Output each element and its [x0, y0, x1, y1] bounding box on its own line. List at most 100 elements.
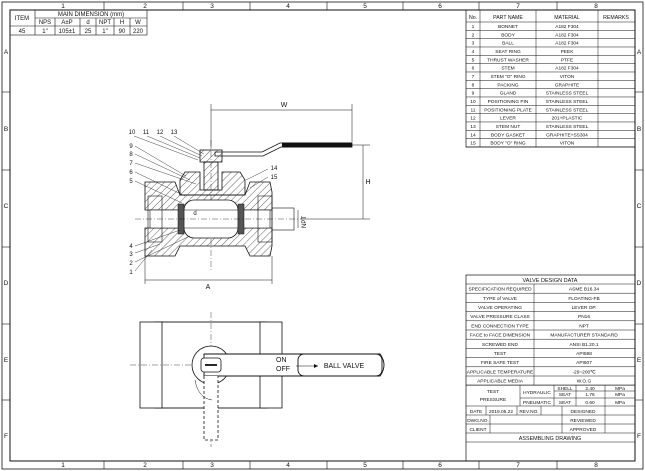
- shell-unit: MPa: [615, 386, 625, 392]
- dim-table-header-h: H: [120, 20, 124, 26]
- dim-table-item-label: ITEM: [15, 16, 29, 22]
- part-number: 13: [470, 124, 476, 130]
- test-pressure-label-2: PRESSURE: [480, 397, 506, 403]
- part-name: THRUST WASHER: [487, 57, 529, 63]
- part-number: 11: [471, 107, 476, 113]
- dim-table-header-a: A±P: [61, 20, 72, 26]
- part-number: 6: [472, 66, 475, 72]
- part-number: 5: [472, 57, 475, 63]
- row-label-c: C: [4, 203, 9, 210]
- col-label-1: 1: [61, 3, 65, 10]
- date-value: 2019.05.22: [489, 409, 513, 415]
- parts-header-remarks: REMARKS: [603, 15, 629, 21]
- dim-a-label: A: [206, 284, 211, 291]
- part-material: STAINLESS STEEL: [546, 91, 589, 97]
- reviewed-label: REVIEWED: [570, 418, 596, 424]
- row-label-d: D: [4, 280, 9, 287]
- part-number: 1: [472, 24, 475, 30]
- col-label-6-bottom: 6: [438, 462, 442, 469]
- designed-label: DESIGNED: [570, 409, 596, 415]
- callout-14: 14: [271, 166, 278, 172]
- dim-table-a-value: 105±1: [59, 29, 76, 35]
- callout-5: 5: [129, 179, 133, 185]
- col-label-4: 4: [286, 3, 290, 10]
- callout-7: 7: [129, 161, 133, 167]
- part-name: BODY GASKET: [491, 132, 525, 138]
- design-data-value: NPT: [579, 323, 589, 329]
- dim-table-npt-value: 1": [102, 29, 107, 35]
- row-label-b: B: [4, 126, 8, 133]
- dim-table-header-w: W: [135, 20, 141, 26]
- dim-d-label: d: [193, 211, 196, 217]
- part-material: GRAPHITE+SS304: [546, 132, 588, 138]
- test-pressure-block: TEST PRESSURE HYDRAULIC PNEUMATIC SHELL …: [466, 384, 635, 407]
- design-data-label: VALVE PRESSURE CLASS: [470, 314, 530, 320]
- part-name: BODY "O" RING: [490, 141, 526, 147]
- on-label: ON: [276, 357, 287, 364]
- design-data-value: ASME B16.34: [569, 287, 599, 293]
- hydraulic-seat-value: 1.76: [585, 392, 595, 398]
- part-name: LEVER: [500, 116, 516, 122]
- col-label-5: 5: [363, 3, 367, 10]
- part-material: A182 F304: [555, 32, 579, 38]
- hydraulic-label: HYDRAULIC: [523, 390, 551, 396]
- callout-10: 10: [129, 130, 136, 136]
- dim-table-nps-value: 1": [42, 29, 47, 35]
- callout-3: 3: [129, 252, 133, 258]
- pneumatic-label: PNEUMATIC: [523, 400, 551, 406]
- dim-table-group-label: MAIN DIMENSION (mm): [58, 12, 124, 18]
- design-data-label: FACE to FACE DIMENSION: [470, 333, 531, 339]
- main-dimension-table: ITEM MAIN DIMENSION (mm) NPS A±P d NPT H…: [9, 9, 148, 36]
- part-name: GLAND: [500, 91, 517, 97]
- pneumatic-seat-label: SEAT: [559, 400, 571, 406]
- row-label-a: A: [4, 49, 9, 56]
- hydraulic-seat-unit: MPa: [615, 392, 625, 398]
- design-data-value: -29~200℃: [572, 369, 596, 375]
- design-data-label: TEST: [494, 351, 506, 357]
- part-material: PEEK: [561, 49, 575, 55]
- parts-header-name: PART NAME: [493, 15, 523, 21]
- row-label-f-right: F: [637, 433, 641, 440]
- col-label-1-bottom: 1: [61, 462, 65, 469]
- shell-value: 2.40: [585, 386, 595, 392]
- part-name: PACKING: [497, 82, 519, 88]
- col-label-7-bottom: 7: [516, 462, 520, 469]
- row-label-d-right: D: [637, 280, 642, 287]
- parts-header-no: No.: [469, 15, 477, 21]
- test-pressure-label-1: TEST: [487, 389, 499, 395]
- design-data-value: MANUFACTURER STANDARD: [550, 333, 618, 339]
- col-label-3-bottom: 3: [210, 462, 214, 469]
- part-number: 14: [470, 132, 476, 138]
- design-data-value: W.O.G: [577, 379, 592, 385]
- pneumatic-seat-value: 0.60: [585, 400, 595, 406]
- lever-grip: [282, 142, 352, 148]
- part-name: BONNET: [498, 24, 518, 30]
- dim-table-d-value: 25: [85, 29, 92, 35]
- design-data-label: SPECIFICATION REQUIRED: [468, 287, 532, 293]
- title-block: DATE 2019.05.22 REV.NO. DESIGNED DWG.NO.…: [466, 406, 635, 443]
- row-label-c-right: C: [637, 203, 642, 210]
- design-data-value: ANSI B1.20.1: [569, 342, 598, 348]
- bonnet-top: [179, 171, 246, 196]
- callout-2: 2: [129, 261, 133, 267]
- design-data-value: API607: [576, 360, 592, 366]
- design-data-label: SCREWED END: [482, 342, 519, 348]
- part-name: BALL: [502, 41, 514, 47]
- rev-no-label: REV.NO.: [519, 409, 538, 415]
- design-data-title: VALVE DESIGN DATA: [523, 278, 578, 284]
- design-data-value: PN16: [578, 314, 590, 320]
- rotation-arc-arrow: [194, 379, 213, 401]
- part-number: 12: [470, 116, 476, 122]
- part-number: 2: [472, 32, 475, 38]
- callout-1: 1: [129, 270, 133, 276]
- design-data-label: TYPE of VALVE: [483, 296, 517, 302]
- col-label-5-bottom: 5: [363, 462, 367, 469]
- row-label-f: F: [4, 433, 8, 440]
- dim-w-label: W: [281, 102, 288, 109]
- part-material: A182 F304: [555, 41, 579, 47]
- top-view-handle-grip: [297, 353, 383, 377]
- col-label-2-bottom: 2: [143, 462, 147, 469]
- col-label-7: 7: [516, 3, 520, 10]
